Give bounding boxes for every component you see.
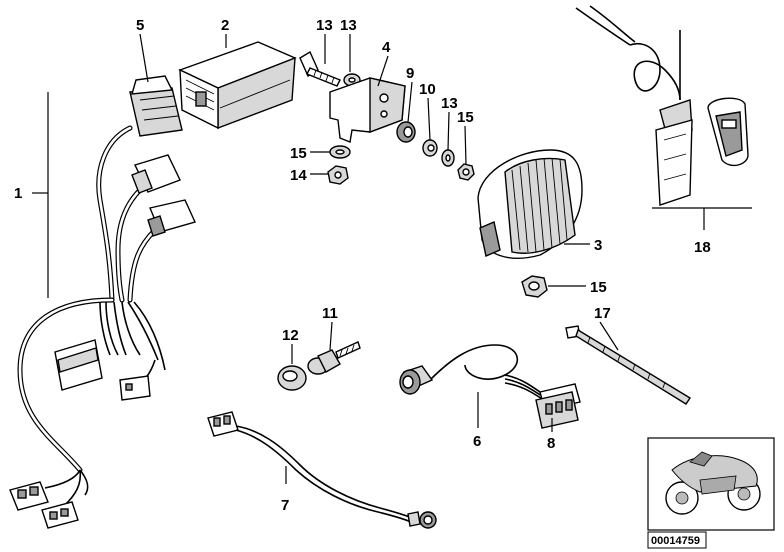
bracket-part[interactable] [329, 77, 406, 143]
callout-13-right: 13 [441, 95, 458, 112]
callout-16: 15 [290, 145, 307, 162]
callout-11: 11 [322, 305, 338, 322]
plug-cable-part[interactable] [207, 411, 437, 529]
callout-2: 2 [221, 17, 229, 34]
callout-1: 1 [14, 185, 22, 202]
callout-14: 13 [316, 17, 333, 34]
bolt-part[interactable] [299, 50, 341, 87]
nut-part-left[interactable] [327, 165, 349, 185]
callout-9: 9 [406, 65, 414, 82]
callout-8: 8 [547, 435, 555, 452]
control-unit-part[interactable] [178, 41, 297, 130]
transponder-kit-part[interactable] [575, 5, 752, 230]
cable-tie-part[interactable] [565, 325, 691, 405]
reference-number: 00014759 [651, 535, 700, 547]
spacer-part[interactable] [422, 139, 438, 157]
motorcycle-thumbnail-icon [647, 437, 775, 531]
callout-17: 17 [594, 305, 611, 322]
callout-18: 18 [694, 239, 711, 256]
washer-part-16[interactable] [329, 145, 351, 159]
grommet-part[interactable] [396, 121, 416, 143]
callout-15-top: 15 [457, 109, 474, 126]
screw-part[interactable] [307, 341, 361, 375]
callout-7: 7 [281, 497, 289, 514]
cap-part[interactable] [277, 365, 307, 391]
callout-15-bottom: 15 [590, 279, 607, 296]
socket-cable-part[interactable] [399, 344, 545, 401]
callout-12: 12 [282, 327, 299, 344]
washer-part-right[interactable] [441, 149, 455, 167]
callout-3: 3 [594, 237, 602, 254]
callout-6: 6 [473, 433, 481, 450]
connector-part[interactable] [535, 383, 581, 429]
nut-part-top[interactable] [457, 163, 475, 181]
wiring-harness-part[interactable] [9, 75, 196, 529]
callout-15-left: 14 [290, 167, 307, 184]
callout-4: 4 [382, 39, 391, 56]
reference-number-box: 00014759 [647, 531, 707, 549]
callout-13-top: 13 [340, 17, 357, 34]
callout-10: 10 [419, 81, 436, 98]
callout-5: 5 [136, 17, 144, 34]
finned-housing-part[interactable] [477, 149, 583, 259]
nut-part-bottom[interactable] [521, 275, 548, 298]
